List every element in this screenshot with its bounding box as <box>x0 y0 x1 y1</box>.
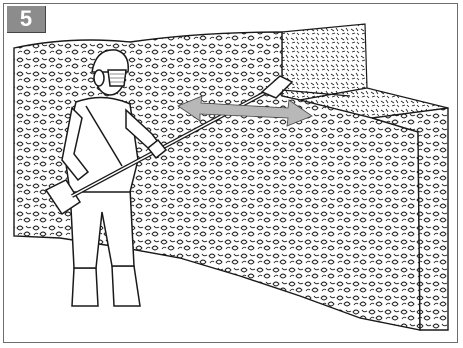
right-boot <box>112 266 140 306</box>
left-boot <box>72 268 98 306</box>
